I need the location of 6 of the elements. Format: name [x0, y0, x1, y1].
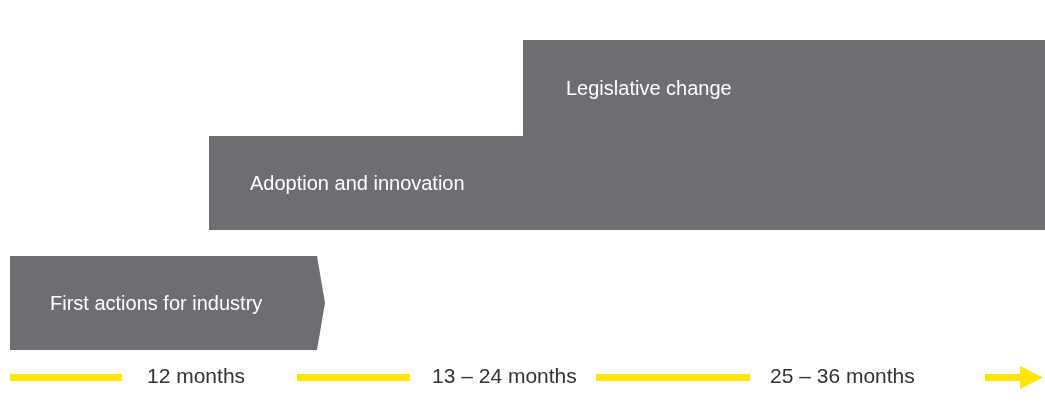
bar-label: Adoption and innovation [250, 171, 465, 196]
time-label: 12 months [147, 364, 246, 388]
bar-label: Legislative change [566, 76, 732, 101]
bar-label: First actions for industry [50, 291, 263, 316]
time-label: 25 – 36 months [770, 364, 915, 388]
time-label: 13 – 24 months [432, 364, 577, 388]
